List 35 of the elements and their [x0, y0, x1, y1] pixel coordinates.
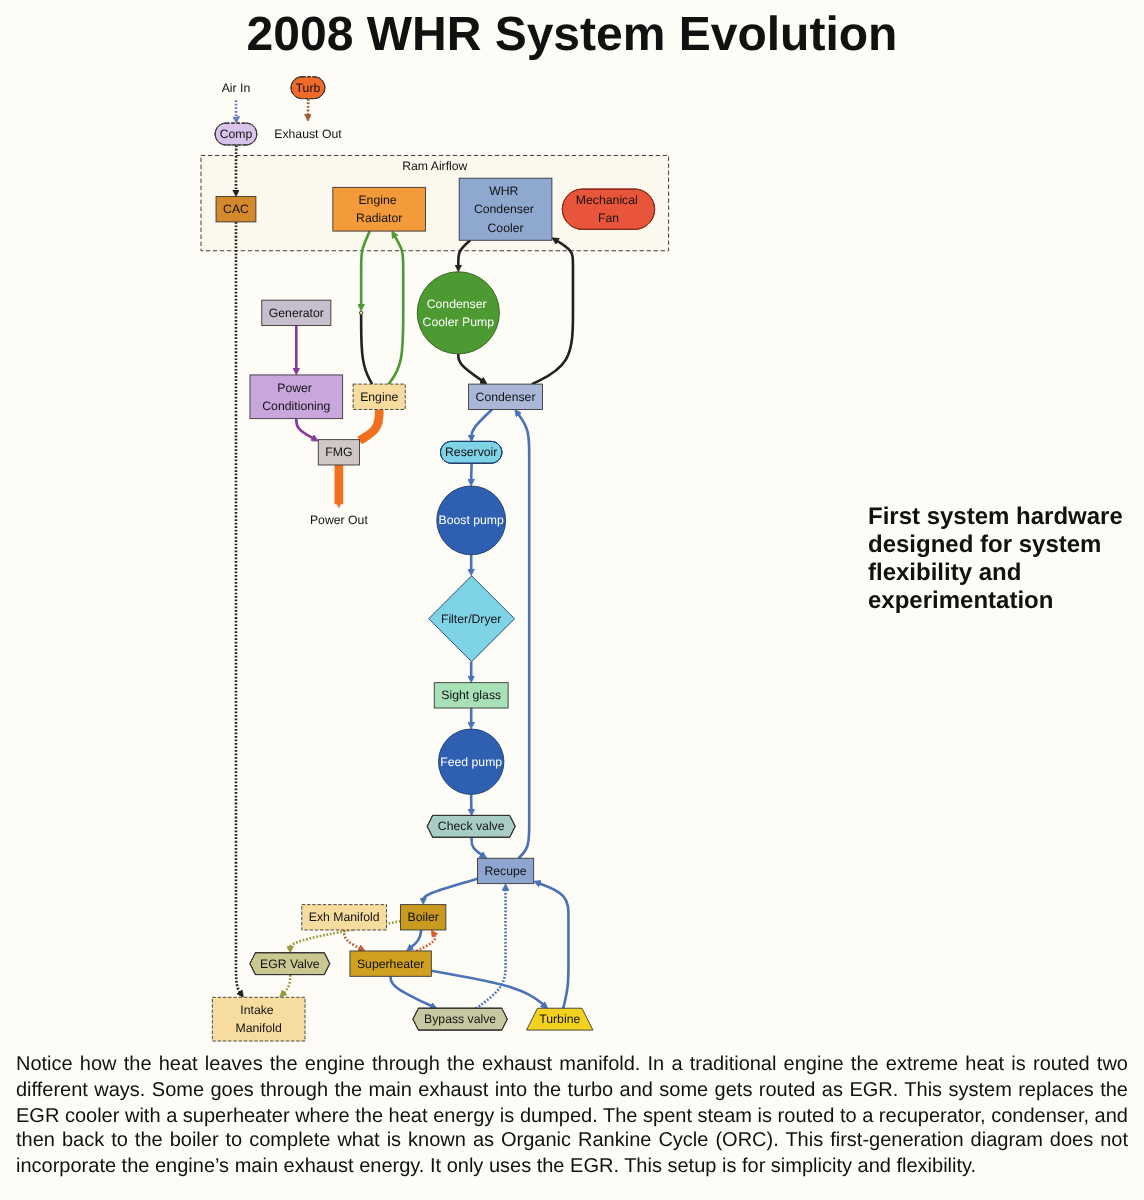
caption-text: Notice how the heat leaves the engine through the exhaust manifold. In a traditional engine the extreme heat is routed two different ways. Some goes through the main exhaust into the turbo and some gets routed as EGR. This system replaces the EGR cooler with a superheater where the heat energy is dumped. The spent steam is routed to a recuperator, condenser, and then back to the boiler to complete what is known as Organic Rankine Cycle (ORC). This first-generation diagram does not incorporate the engine’s main exhaust energy. It only uses the EGR. This setup is for simplicity and flexibility.	[16, 1054, 1128, 1182]
arrow	[466, 408, 493, 443]
node-circle	[358, 310, 363, 316]
arrow	[453, 239, 471, 273]
arrow	[233, 221, 243, 998]
arrow	[342, 929, 365, 952]
arrow	[405, 929, 422, 952]
arrow	[291, 325, 300, 376]
arrow	[530, 237, 574, 386]
arrow	[466, 794, 475, 817]
arrow	[333, 462, 343, 509]
arrow	[466, 463, 475, 487]
arrow	[386, 230, 404, 385]
arrow	[231, 145, 239, 197]
arrow	[456, 353, 487, 385]
arrow	[430, 969, 548, 1009]
arrow	[294, 418, 318, 442]
arrow	[231, 100, 240, 124]
arrow	[532, 880, 569, 1009]
arrow	[474, 883, 509, 1010]
arrow	[418, 877, 477, 905]
arrow	[356, 230, 371, 312]
arrow	[513, 409, 530, 860]
connector	[359, 314, 373, 385]
arrow	[469, 837, 487, 859]
arrow	[303, 99, 311, 122]
arrow	[466, 708, 475, 730]
note-text: First system hardware designed for system flexibility and experimentation	[868, 502, 1125, 614]
diagram-title: 2008 WHR System Evolution	[244, 8, 900, 64]
arrow	[388, 976, 437, 1010]
arrow	[466, 554, 475, 577]
arrow	[466, 661, 475, 683]
arrow	[415, 929, 438, 953]
arrow	[278, 974, 291, 998]
connector	[356, 408, 383, 445]
